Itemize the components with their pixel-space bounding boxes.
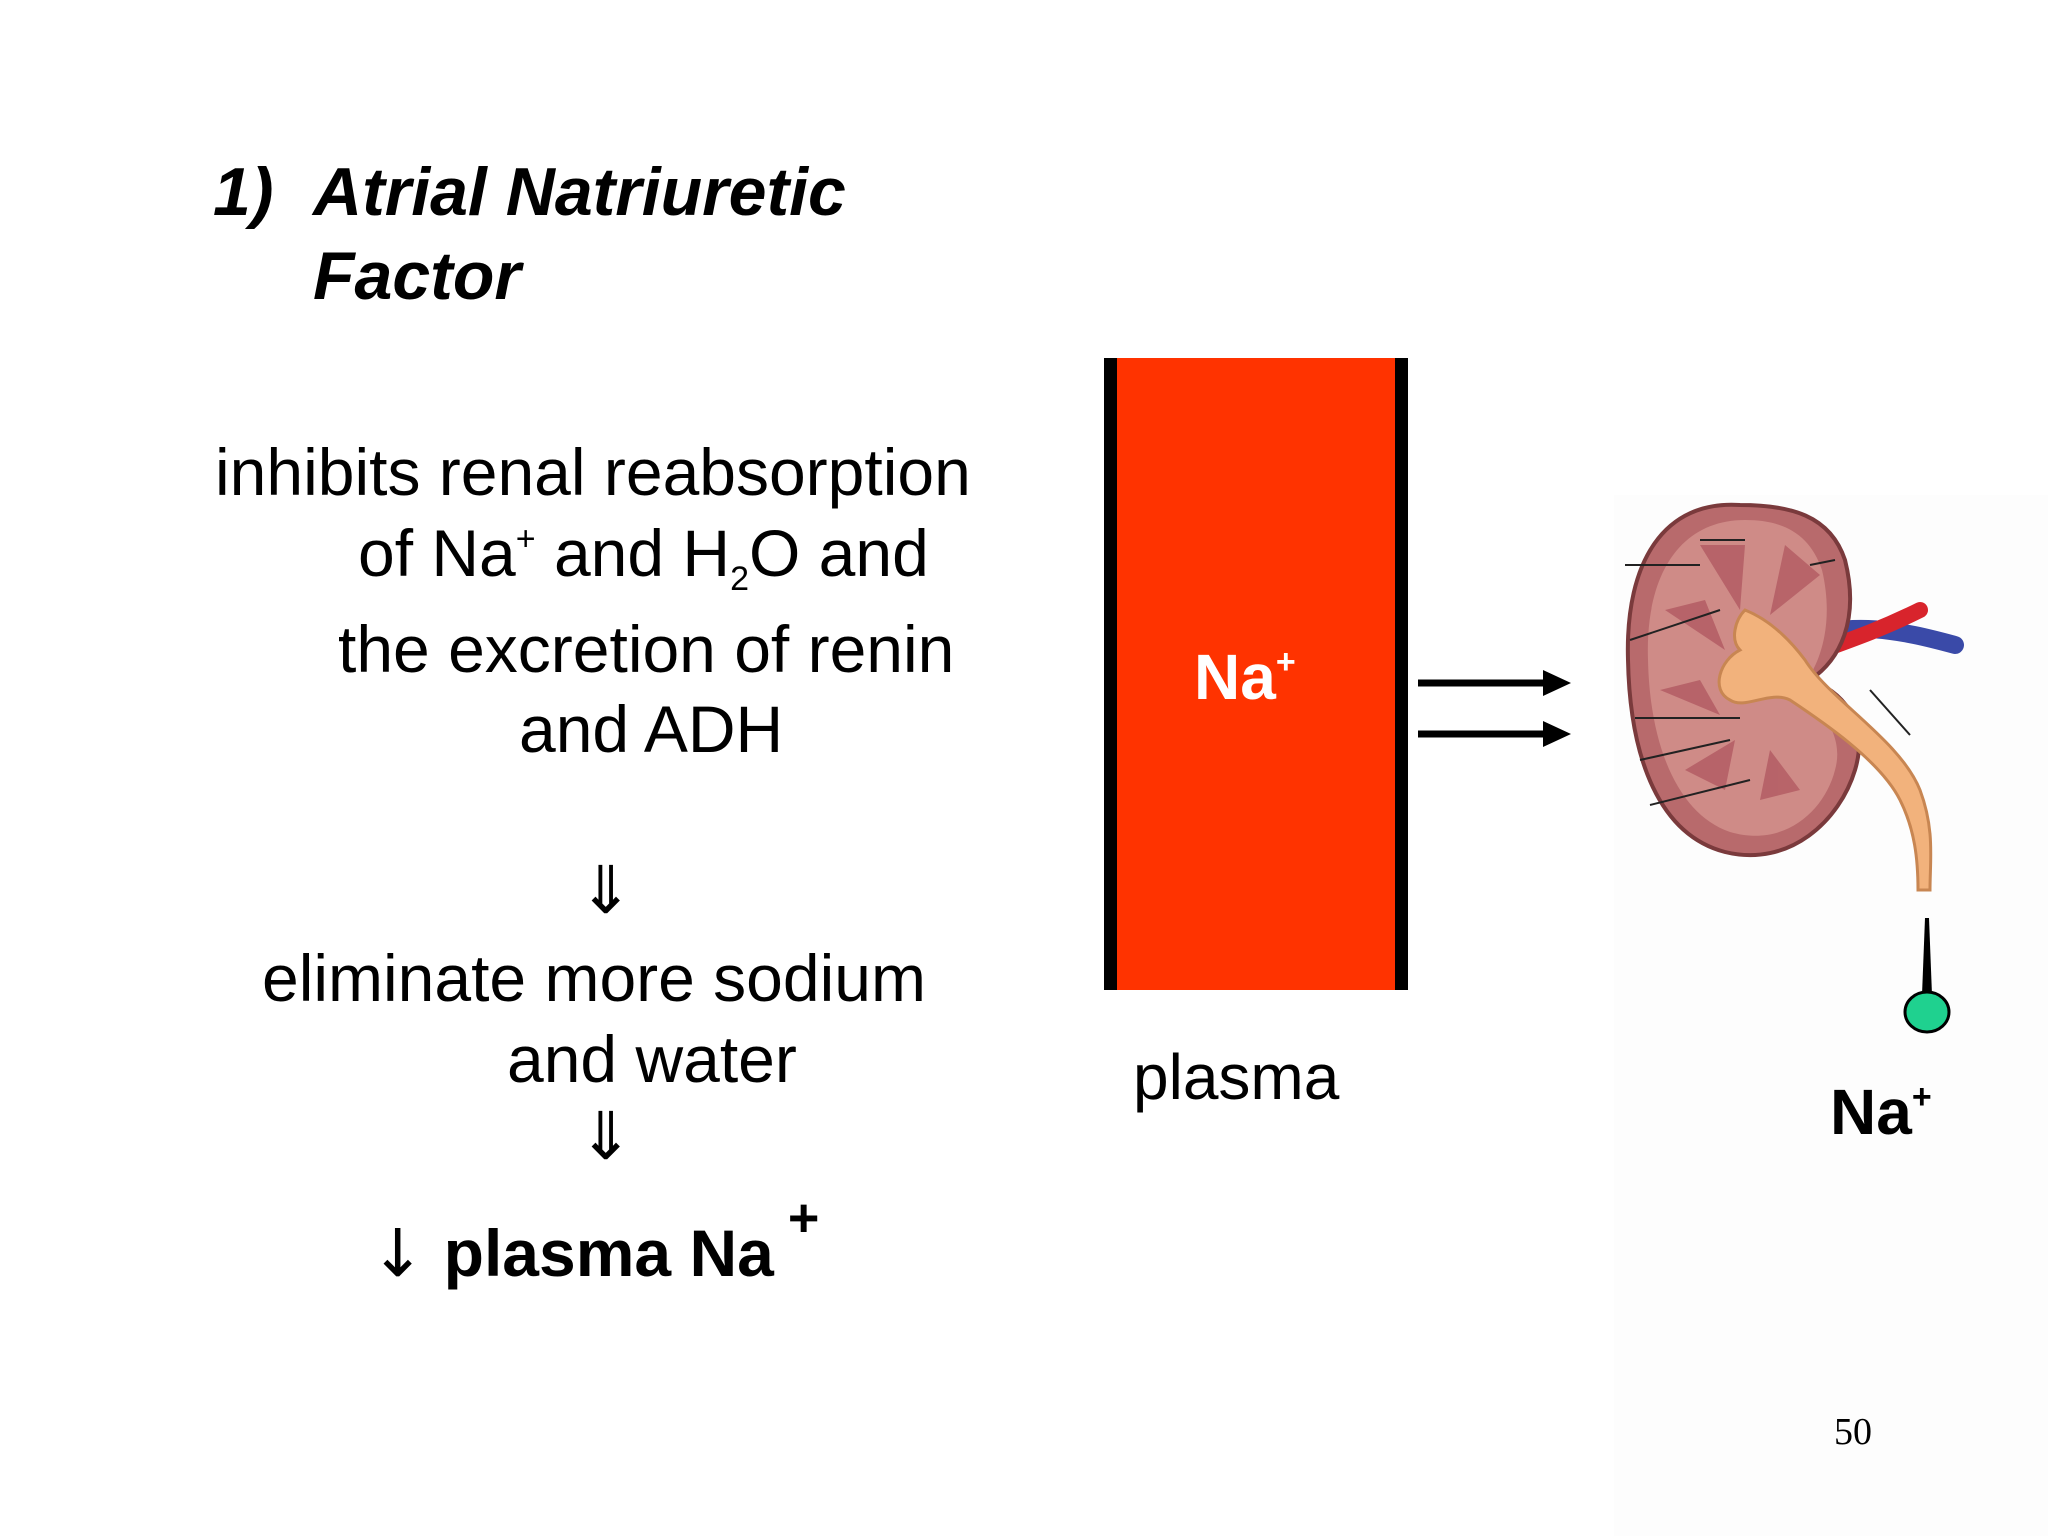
- implies-arrow-2: ⇓: [578, 1098, 634, 1175]
- right-arrow-icon: [1418, 721, 1571, 747]
- description-line-2: of Na+ and H2O and: [358, 516, 929, 598]
- right-arrow-icon: [1418, 670, 1571, 696]
- slide-heading: 1) Atrial Natriuretic Factor: [213, 150, 846, 318]
- plasma-label: plasma: [1133, 1041, 1340, 1113]
- plasma-bar: [1104, 358, 1408, 990]
- kidney-illustration: [1625, 502, 1964, 892]
- description-line-3: the excretion of renin: [338, 612, 955, 686]
- result-statement: ↓ plasma Na+: [370, 1188, 819, 1292]
- result-text: plasma Na: [443, 1216, 774, 1290]
- description-line-4: and ADH: [519, 692, 784, 766]
- effect-line-1: eliminate more sodium: [262, 941, 926, 1015]
- plasma-bar-label: Na+: [1194, 641, 1296, 713]
- heading-line-1: Atrial Natriuretic: [313, 154, 846, 230]
- down-arrow-icon: ↓: [370, 1215, 426, 1292]
- kidney-output-label: Na+: [1830, 1076, 1932, 1148]
- implies-arrow-1: ⇓: [578, 852, 634, 929]
- heading-title: Atrial Natriuretic Factor: [313, 150, 846, 318]
- heading-number: 1): [213, 154, 274, 230]
- page-number: 50: [1834, 1411, 1872, 1453]
- result-superscript: +: [787, 1188, 820, 1248]
- description-line-1: inhibits renal reabsorption: [215, 435, 971, 509]
- sodium-drop-icon: [1903, 918, 1951, 1034]
- effect-line-2: and water: [507, 1022, 797, 1096]
- heading-line-2: Factor: [313, 238, 521, 314]
